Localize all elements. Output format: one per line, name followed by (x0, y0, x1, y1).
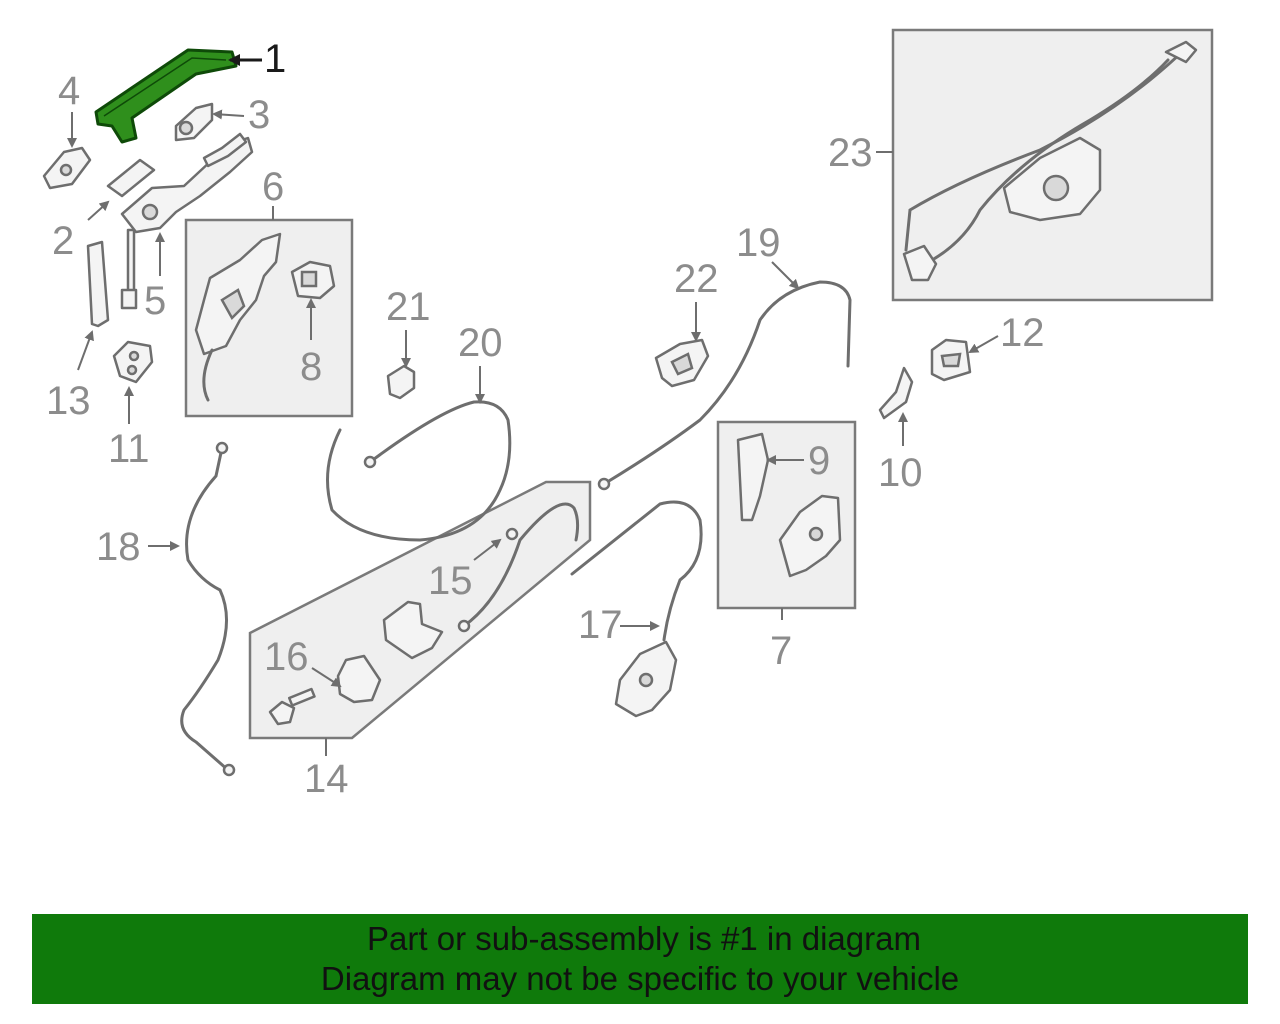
part-17-latch-cable-assembly[interactable] (570, 500, 703, 718)
part-15-cable[interactable] (457, 502, 580, 633)
callout-7: 7 (770, 629, 792, 673)
callout-17: 17 (578, 603, 623, 647)
part-7-lock-actuator[interactable] (778, 494, 842, 578)
leader-19 (771, 261, 800, 290)
part-8-latch-bracket[interactable] (290, 260, 336, 300)
part-18-cable[interactable] (180, 441, 236, 777)
callout-15: 15 (428, 559, 473, 603)
part-16-bracket[interactable] (336, 654, 382, 704)
callout-22: 22 (674, 257, 719, 301)
banner-line-part: Part or sub-assembly is #1 in diagram (367, 920, 921, 957)
part-21-clip[interactable] (386, 364, 416, 400)
part-12-striker[interactable] (930, 338, 972, 382)
callout-16: 16 (264, 635, 309, 679)
callout-11: 11 (108, 427, 150, 471)
part-14-bolt[interactable] (268, 687, 316, 726)
part-1-door-handle[interactable] (94, 48, 238, 144)
callout-1: 1 (264, 37, 286, 81)
part-20-cable[interactable] (326, 400, 512, 542)
part-22-bracket[interactable] (654, 338, 710, 388)
part-6-door-latch[interactable] (194, 232, 282, 402)
part-19-cable[interactable] (597, 280, 852, 491)
callout-4: 4 (58, 69, 80, 113)
callout-20: 20 (458, 321, 503, 365)
part-4-bezel[interactable] (42, 146, 92, 190)
callout-13: 13 (46, 379, 91, 423)
callout-10: 10 (878, 451, 923, 495)
callout-8: 8 (300, 345, 322, 389)
callout-9: 9 (808, 439, 830, 483)
banner-line-disclaimer: Diagram may not be specific to your vehi… (320, 960, 960, 997)
leader-2 (87, 200, 110, 221)
part-5-handle-frame[interactable] (120, 132, 254, 310)
leader-13 (77, 330, 94, 371)
callout-5: 5 (144, 279, 166, 323)
part-10-bracket[interactable] (878, 366, 914, 420)
callout-12: 12 (1000, 311, 1045, 355)
callout-2: 2 (52, 219, 74, 263)
part-14-housing[interactable] (382, 600, 444, 660)
part-23-latch-assembly[interactable] (902, 40, 1198, 282)
callout-18: 18 (96, 525, 141, 569)
parts-diagram: 1 2 3 4 5 6 7 8 9 10 11 12 13 14 15 16 1… (42, 28, 1214, 801)
info-banner: Part or sub-assembly is #1 in diagram Di… (32, 914, 1248, 1004)
leader-16 (311, 667, 342, 688)
callout-14: 14 (304, 757, 349, 801)
part-2-gasket[interactable] (106, 158, 156, 198)
callout-19: 19 (736, 221, 781, 265)
leader-15 (473, 538, 502, 561)
part-11-plate[interactable] (112, 340, 154, 384)
callout-6: 6 (262, 165, 284, 209)
callout-21: 21 (386, 285, 431, 329)
leader-3 (212, 109, 245, 120)
callout-23: 23 (828, 131, 873, 175)
part-13-trim-strip[interactable] (86, 240, 110, 328)
leader-12 (968, 335, 999, 353)
callout-3: 3 (248, 93, 270, 137)
part-9-latch-cover[interactable] (736, 432, 770, 522)
part-3-lock-cylinder[interactable] (174, 102, 214, 142)
